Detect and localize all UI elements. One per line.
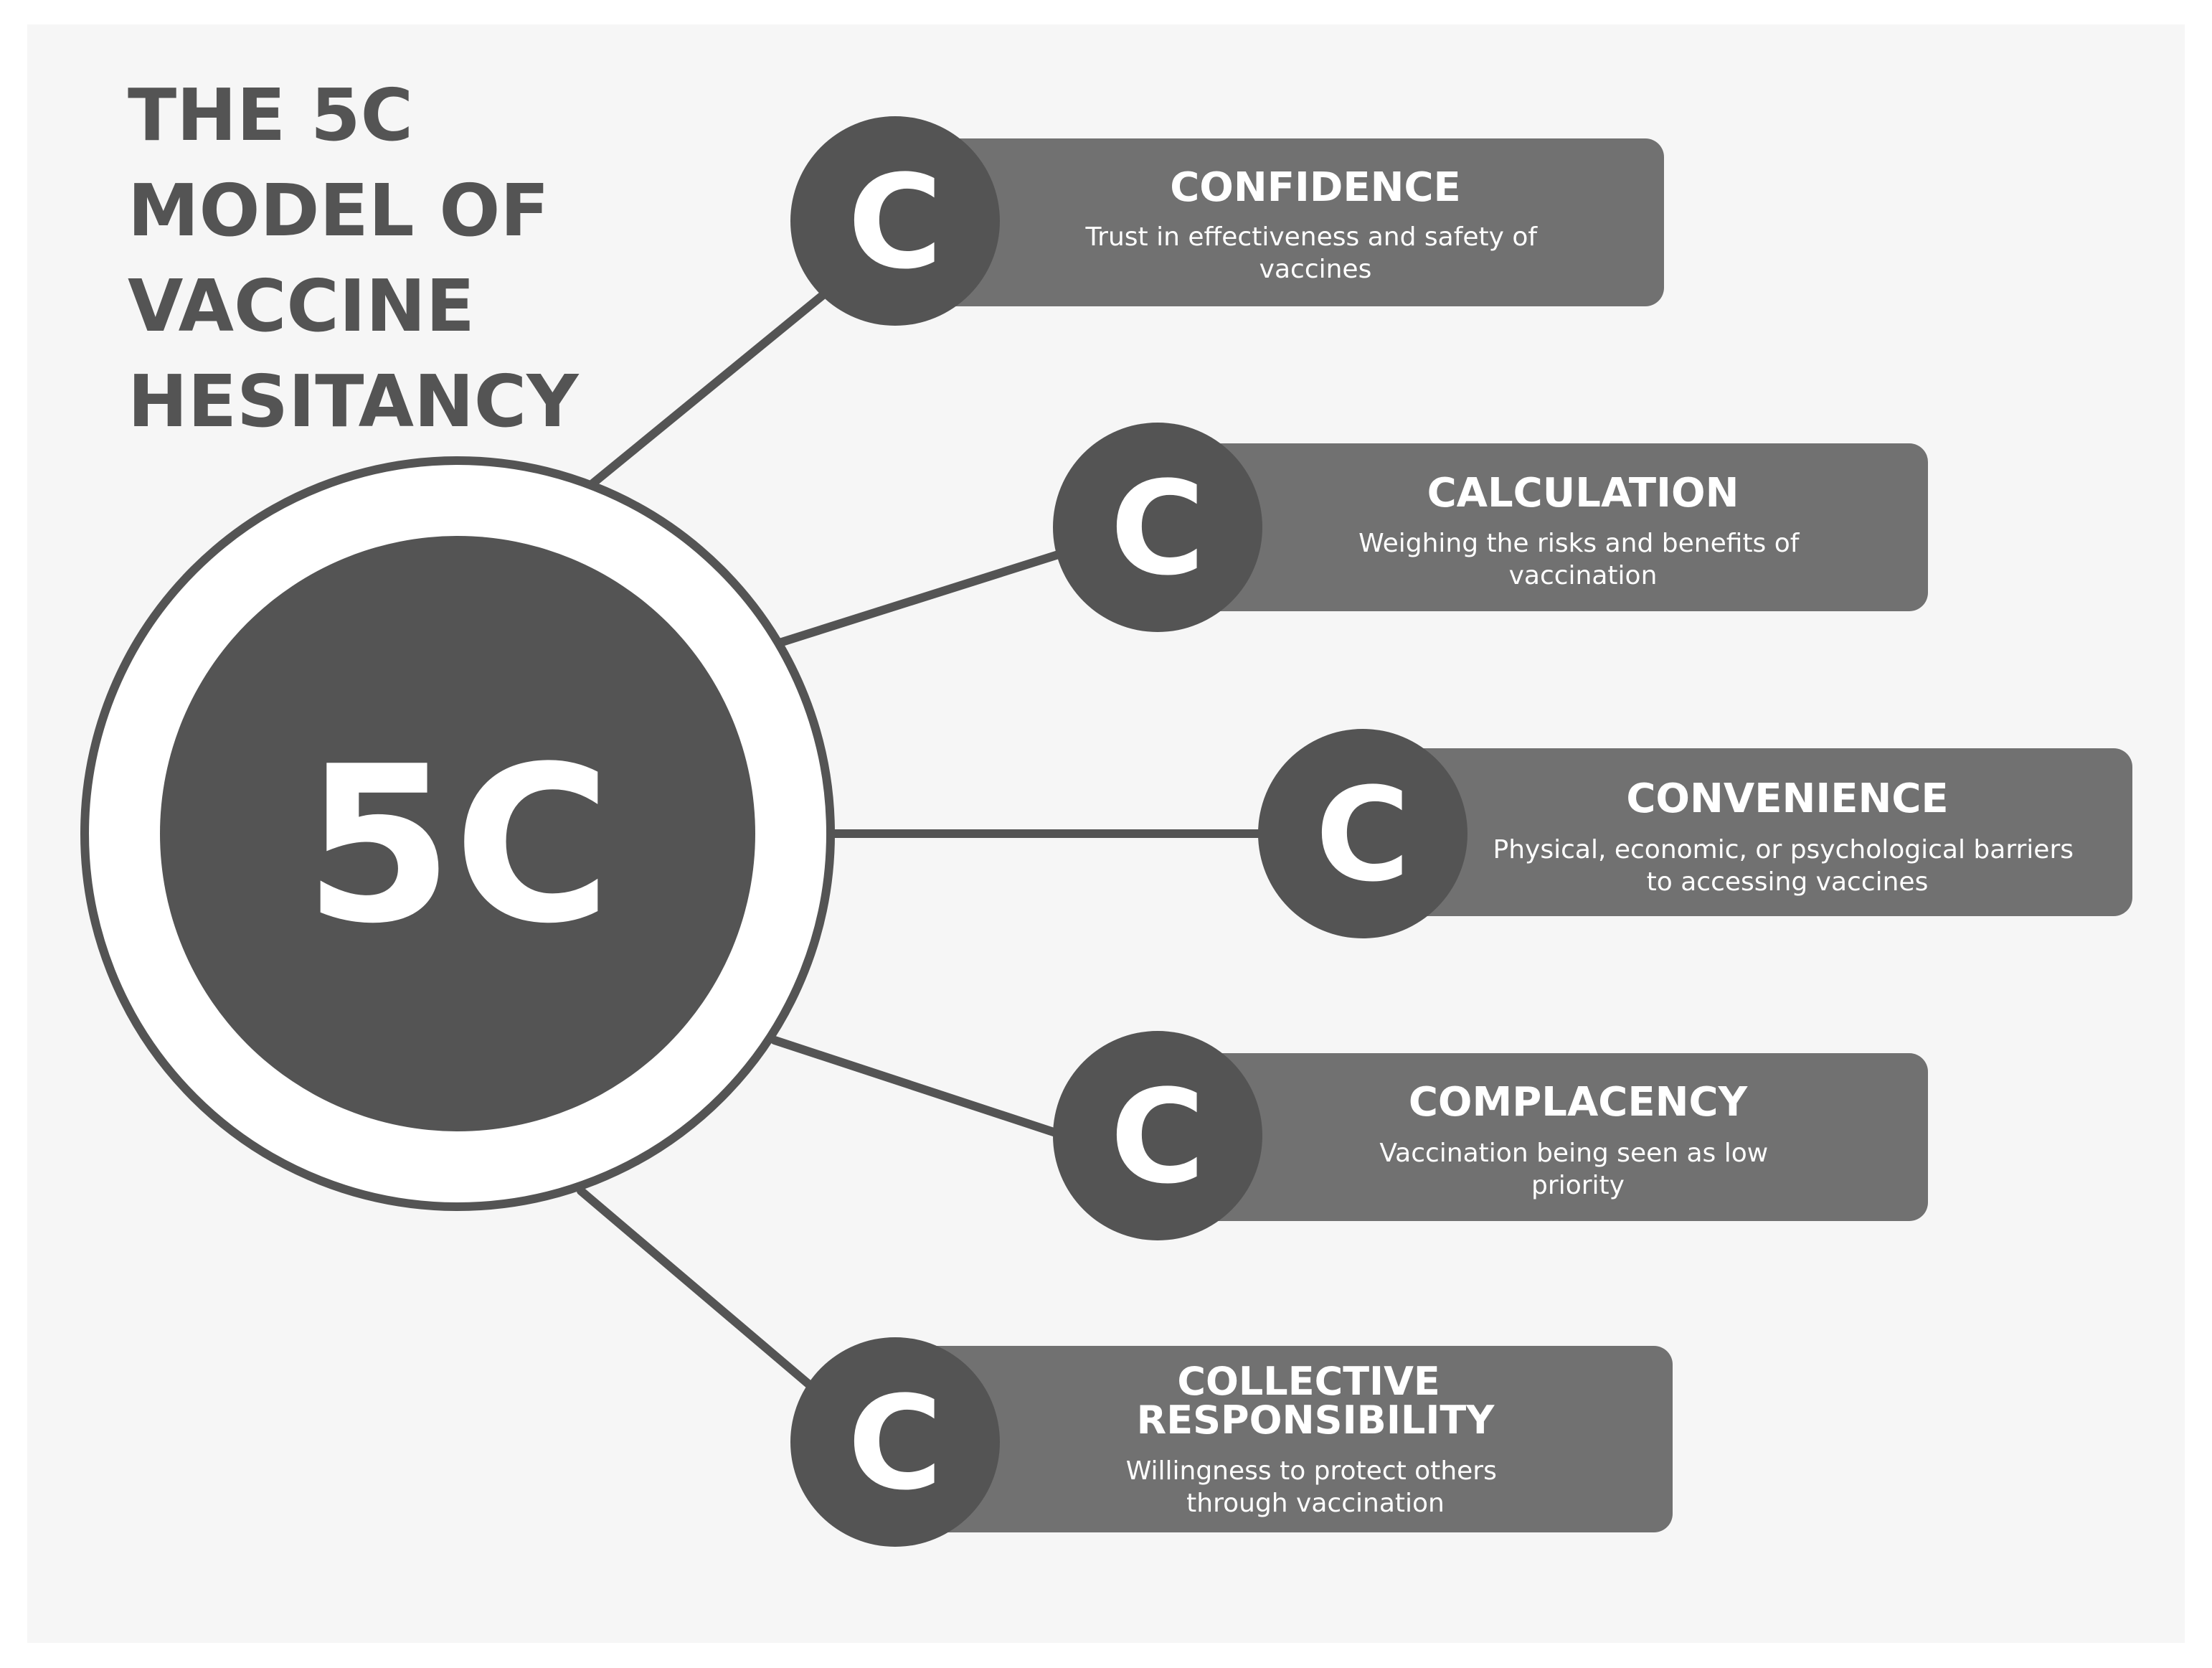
item-title: CONFIDENCE <box>1170 164 1461 211</box>
item-description-line: Vaccination being seen as low <box>1379 1139 1768 1168</box>
item-description-line: vaccination <box>1509 561 1658 590</box>
item-panel <box>1162 1053 1928 1221</box>
hub: 5C <box>80 456 835 1211</box>
c-badge <box>1053 1031 1262 1240</box>
connector-line-confidence <box>587 286 833 489</box>
item-confidence: C CONFIDENCE Trust in effectiveness and … <box>790 116 1664 326</box>
c-badge <box>1053 423 1262 632</box>
title-line-3: VACCINE <box>128 264 475 348</box>
item-panel <box>1366 748 2132 916</box>
item-title-line: RESPONSIBILITY <box>1137 1398 1495 1443</box>
c-badge-letter: C <box>1315 760 1410 910</box>
title-line-1: THE 5C <box>128 73 413 157</box>
c-badge-letter: C <box>848 1369 942 1519</box>
connector-line-collective <box>577 1187 822 1396</box>
item-description-line: through vaccination <box>1186 1489 1445 1518</box>
item-description: Physical, economic, or psychological bar… <box>1493 835 2082 897</box>
title-line-2: MODEL OF <box>128 169 549 253</box>
connector-line-calculation <box>777 548 1069 646</box>
item-panel <box>898 1346 1673 1532</box>
connector-line-complacency <box>770 1036 1062 1138</box>
item-description-line: priority <box>1531 1171 1625 1200</box>
item-title: CALCULATION <box>1427 470 1739 517</box>
item-description-line: Willingness to protect others <box>1126 1456 1497 1486</box>
item-description: Vaccination being seen as low priority <box>1379 1139 1776 1200</box>
item-panel <box>1162 443 1928 611</box>
hub-label: 5C <box>304 720 612 971</box>
c-badge-letter: C <box>848 148 942 298</box>
item-convenience: C CONVENIENCE Physical, economic, or psy… <box>1258 729 2132 938</box>
item-title: COLLECTIVE RESPONSIBILITY <box>1137 1359 1495 1443</box>
page-title: THE 5C MODEL OF VACCINE HESITANCY <box>128 73 580 443</box>
item-description: Willingness to protect others through va… <box>1126 1456 1506 1518</box>
c-badge-letter: C <box>1110 1062 1205 1212</box>
item-description-line: Weighing the risks and benefits of <box>1358 529 1800 558</box>
item-description: Weighing the risks and benefits of vacci… <box>1358 529 1807 590</box>
item-panel <box>898 138 1664 306</box>
item-title: COMPLACENCY <box>1409 1079 1749 1126</box>
c-badge-letter: C <box>1110 454 1205 604</box>
hub-inner-circle <box>160 536 755 1131</box>
item-complacency: C COMPLACENCY Vaccination being seen as … <box>1053 1031 1928 1240</box>
item-description-line: to accessing vaccines <box>1647 867 1929 897</box>
item-description-line: Trust in effectiveness and safety of <box>1084 222 1538 252</box>
connector-lines <box>577 286 1270 1396</box>
item-description-line: vaccines <box>1259 255 1372 284</box>
item-collective-responsibility: C COLLECTIVE RESPONSIBILITY Willingness … <box>790 1337 1673 1547</box>
title-line-4: HESITANCY <box>128 359 580 443</box>
c-badge <box>790 116 1000 326</box>
item-description: Trust in effectiveness and safety of vac… <box>1084 222 1545 284</box>
c-badge <box>1258 729 1467 938</box>
c-badge <box>790 1337 1000 1547</box>
item-title-line: COLLECTIVE <box>1177 1359 1440 1404</box>
item-description-line: Physical, economic, or psychological bar… <box>1493 835 2074 864</box>
item-title: CONVENIENCE <box>1626 776 1948 822</box>
item-calculation: C CALCULATION Weighing the risks and ben… <box>1053 423 1928 632</box>
